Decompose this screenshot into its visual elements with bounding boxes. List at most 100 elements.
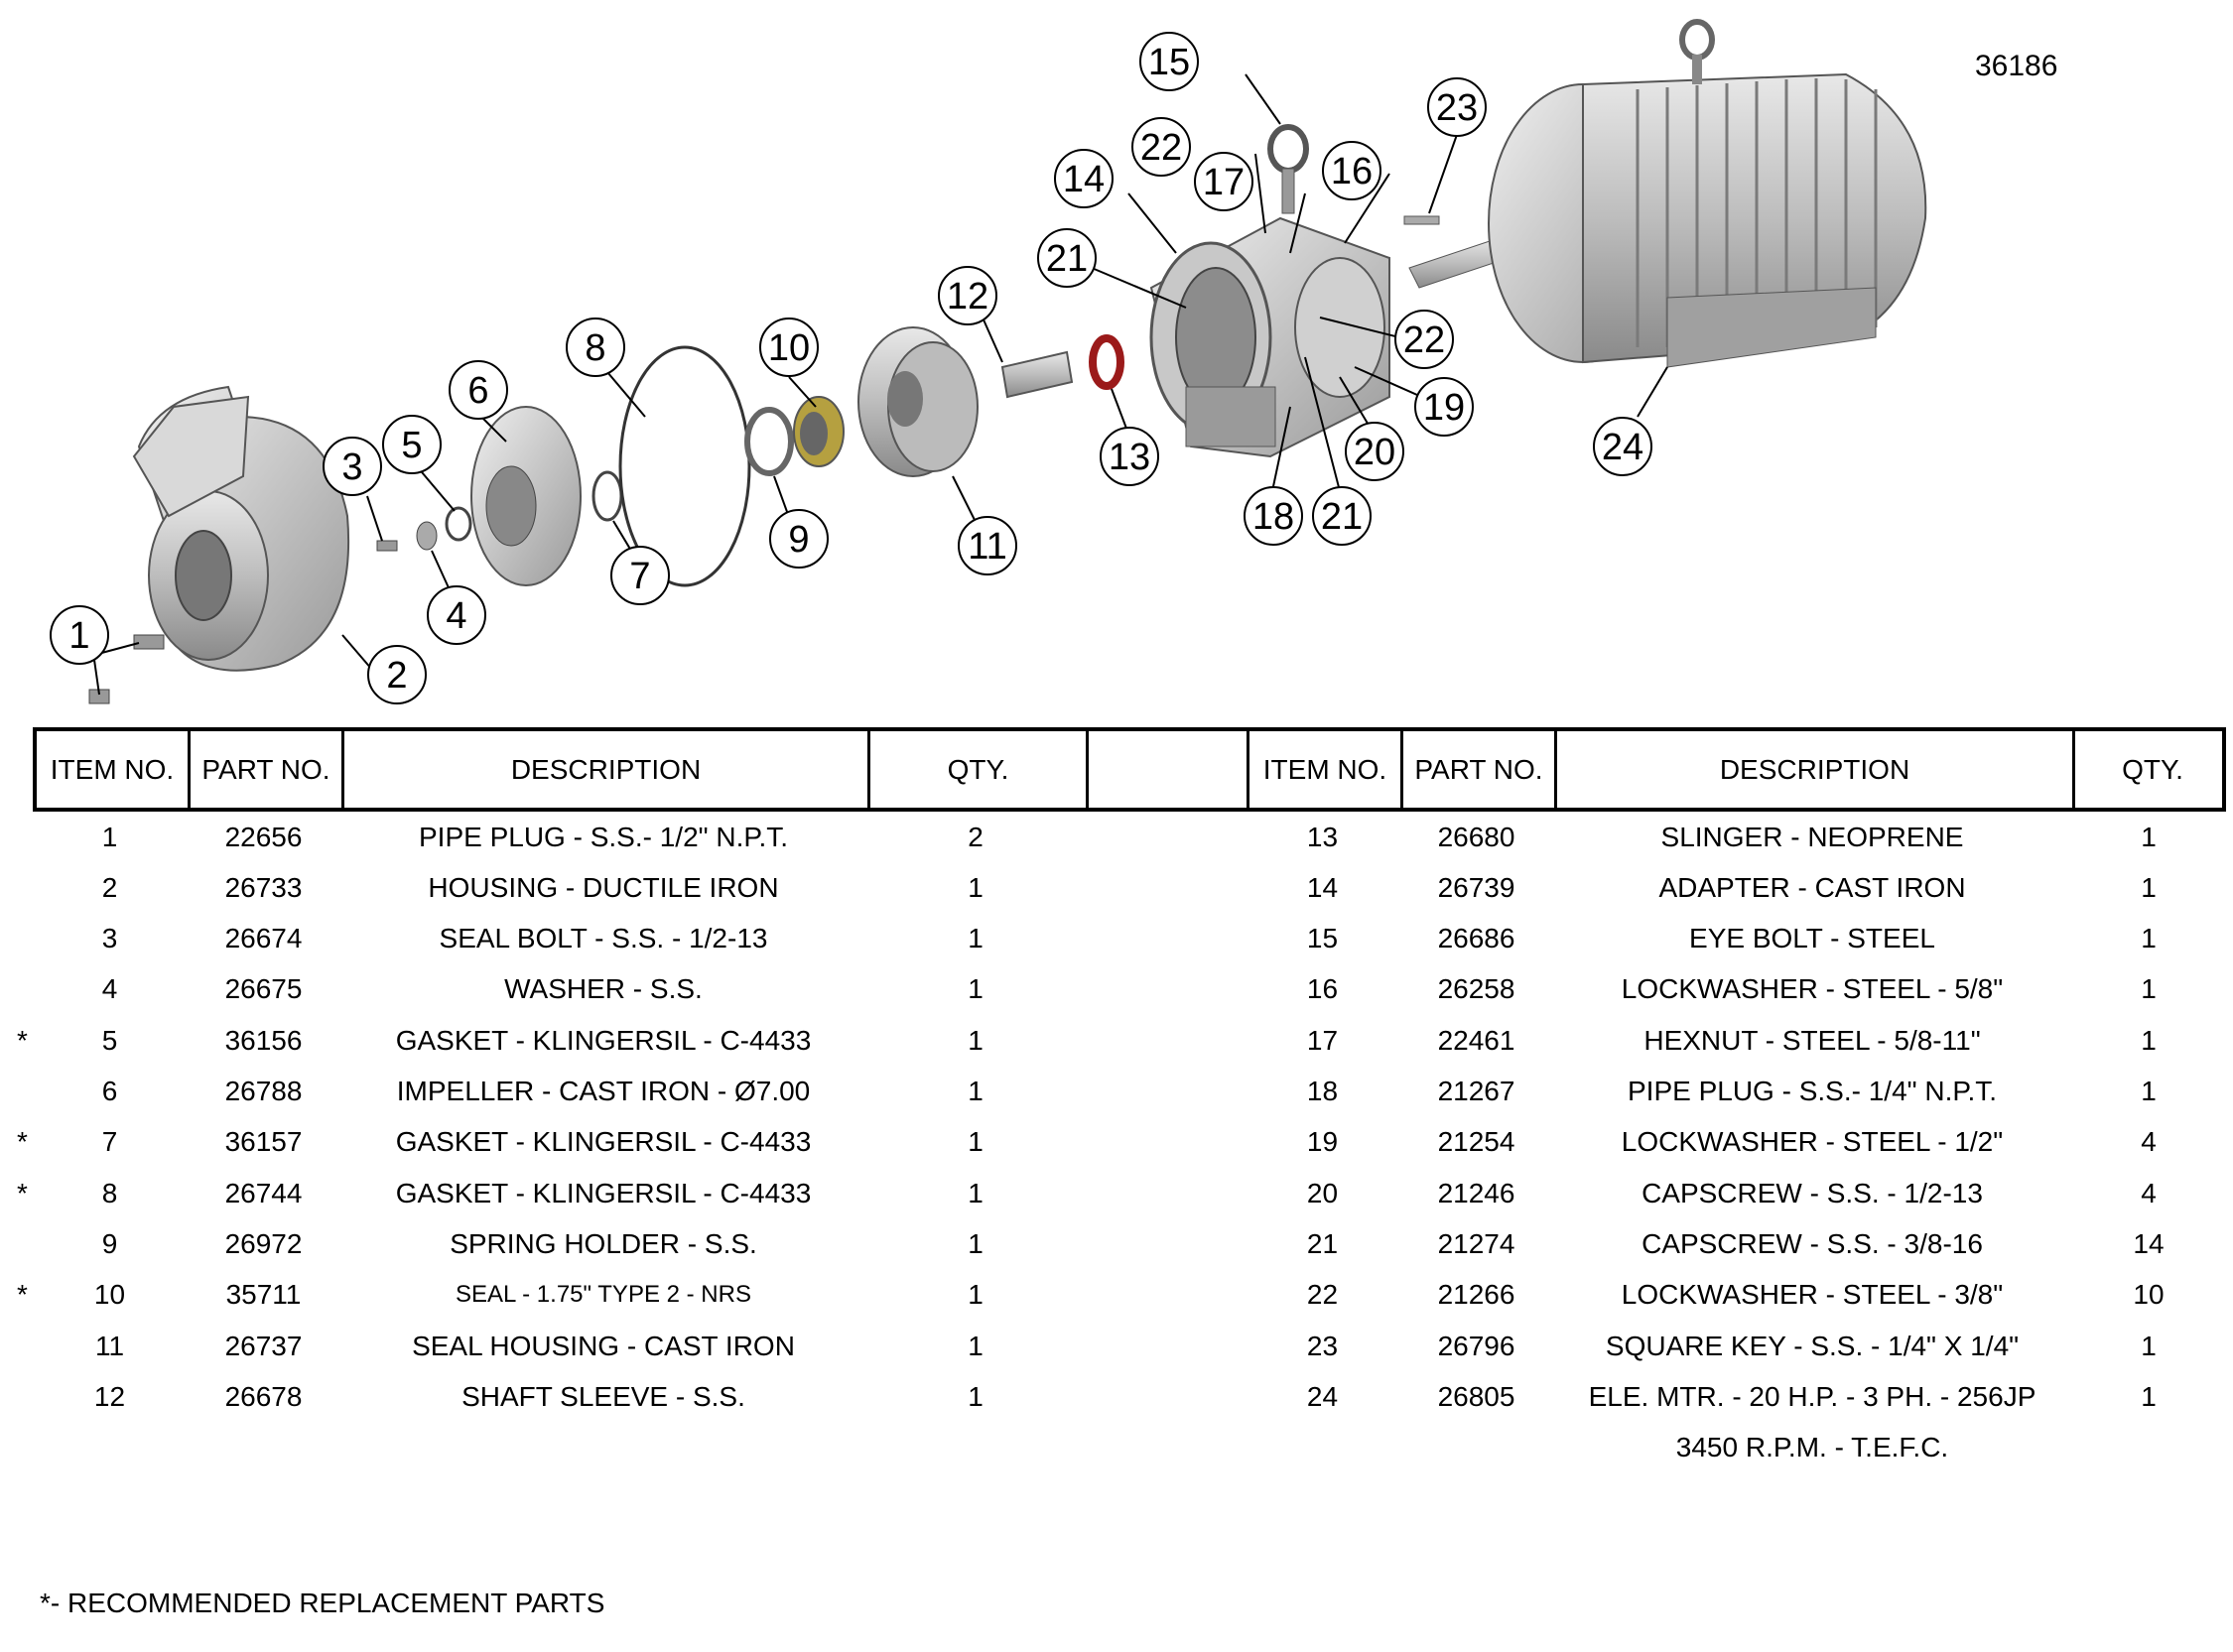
- callout-label: 4: [446, 595, 466, 637]
- cell-item-no: 8: [101, 1177, 118, 1208]
- cell-qty: 4: [2141, 1177, 2157, 1208]
- cell-description: [340, 1423, 866, 1473]
- callout-label: 9: [788, 519, 809, 561]
- cell-description: LOCKWASHER - STEEL - 5/8": [1621, 973, 2004, 1005]
- cell-item-no: 18: [1306, 1076, 1339, 1106]
- callout-circle: [1322, 141, 1381, 200]
- cell-item-no: 11: [94, 1330, 125, 1361]
- callout-label: 21: [1046, 238, 1088, 280]
- replacement-mark: [10, 1423, 35, 1473]
- callout-circle: [1345, 422, 1404, 481]
- cell-item-no: 21: [1306, 1227, 1339, 1259]
- callout-circle: [938, 266, 997, 325]
- header-cell: ITEM NO.: [37, 731, 191, 808]
- replacement-mark: *: [17, 1279, 28, 1311]
- callout-circle: [1414, 377, 1474, 437]
- callout-circle: [50, 605, 109, 665]
- cell-qty: 1: [2141, 821, 2157, 852]
- motor-shape: [1408, 19, 1927, 368]
- cell-item-no: 10: [93, 1279, 126, 1311]
- replacement-mark: [10, 1218, 35, 1269]
- callout-label: 19: [1423, 387, 1465, 429]
- cell-part-no: 21246: [1437, 1177, 1515, 1208]
- cell-qty: 1: [968, 973, 984, 1005]
- callout-circle: [1037, 228, 1097, 288]
- cell-description: SHAFT SLEEVE - S.S.: [461, 1380, 745, 1412]
- callout-circle: [1394, 310, 1454, 369]
- cell-part-no: 26686: [1437, 923, 1515, 954]
- cell-part-no: 26796: [1437, 1330, 1515, 1361]
- cell-part-no: 26737: [224, 1330, 303, 1361]
- callout-label: 22: [1140, 127, 1182, 169]
- cell-qty: 10: [2133, 1279, 2165, 1311]
- cell-qty: 4: [2141, 1126, 2157, 1158]
- cell-part-no: 26678: [224, 1380, 303, 1412]
- cell-description: ELE. MTR. - 20 H.P. - 3 PH. - 256JP: [1588, 1380, 2036, 1412]
- cell-item-no: 7: [101, 1126, 118, 1158]
- replacement-mark: [10, 914, 35, 964]
- callout-label: 1: [68, 615, 89, 657]
- cell-part-no: 21266: [1437, 1279, 1515, 1311]
- callout-label: 5: [401, 425, 422, 466]
- callout-label: 14: [1063, 159, 1105, 200]
- callout-circle: [566, 318, 625, 377]
- cell-part-no: 26258: [1437, 973, 1515, 1005]
- header-cell: DESCRIPTION: [344, 731, 870, 808]
- cell-item-no: 1: [101, 821, 118, 852]
- cell-description: GASKET - KLINGERSIL - C-4433: [395, 1024, 812, 1056]
- callout-label: 12: [947, 276, 988, 318]
- callout-label: 2: [386, 655, 407, 697]
- document-number: 36186: [1975, 50, 2058, 82]
- cell-qty: 1: [968, 923, 984, 954]
- exploded-pump-diagram: 1234567891011121314151617181920212223242…: [50, 19, 1927, 704]
- cell-part-no: 21254: [1437, 1126, 1515, 1158]
- cell-qty: 1: [2141, 923, 2157, 954]
- replacement-mark: [10, 812, 35, 862]
- cell-item-no: 3: [101, 923, 118, 954]
- cell-part-no: 21267: [1437, 1076, 1515, 1106]
- replacement-mark: [10, 862, 35, 913]
- cell-part-no: 36157: [224, 1126, 303, 1158]
- cell-qty: 1: [2141, 1024, 2157, 1056]
- cell-description: GASKET - KLINGERSIL - C-4433: [395, 1177, 812, 1208]
- cell-qty: 1: [968, 1380, 984, 1412]
- cell-description: CAPSCREW - S.S. - 1/2-13: [1642, 1177, 1983, 1208]
- cell-description: 3450 R.P.M. - T.E.F.C.: [1675, 1432, 1949, 1463]
- cell-qty: 1: [2141, 973, 2157, 1005]
- callout-circle: [759, 318, 819, 377]
- replacement-mark: [10, 1321, 35, 1371]
- callout-circle: [367, 645, 427, 704]
- cell-description: PIPE PLUG - S.S.- 1/4" N.P.T.: [1628, 1076, 1997, 1106]
- cell-qty: 1: [968, 1177, 984, 1208]
- cell-part-no: 22461: [1437, 1024, 1515, 1056]
- callout-circle: [427, 585, 486, 645]
- replacement-mark: [10, 1067, 35, 1117]
- header-cell: PART NO.: [1403, 731, 1557, 808]
- callout-circle: [449, 360, 508, 420]
- callout-label: 13: [1109, 437, 1150, 478]
- cell-part-no: 26675: [224, 973, 303, 1005]
- replacement-mark: *: [17, 1126, 28, 1158]
- cell-description: SEAL - 1.75" TYPE 2 - NRS: [456, 1281, 751, 1309]
- cell-item-no: 17: [1306, 1024, 1339, 1056]
- replacement-mark: *: [17, 1024, 28, 1056]
- cell-description: SEAL BOLT - S.S. - 1/2-13: [439, 923, 768, 954]
- cell-description: GASKET - KLINGERSIL - C-4433: [395, 1126, 812, 1158]
- callout-label: 18: [1252, 496, 1294, 538]
- cell-item-no: 5: [101, 1024, 118, 1056]
- callout-circle: [1593, 417, 1652, 476]
- cell-item-no: 14: [1306, 871, 1339, 903]
- callout-circle: [382, 415, 442, 474]
- callout-label: 3: [341, 446, 362, 488]
- cell-part-no: 35711: [225, 1279, 302, 1311]
- cell-part-no: [187, 1423, 340, 1473]
- callout-label: 23: [1436, 87, 1478, 129]
